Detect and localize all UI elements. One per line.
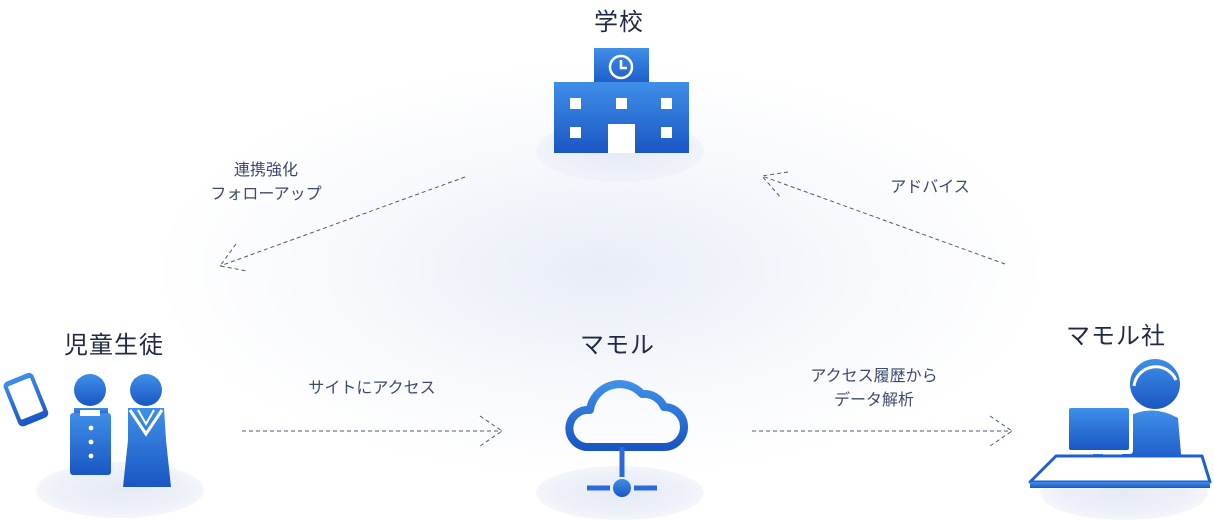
edge-label-mamoru-company: アクセス履歴から データ解析 — [786, 364, 962, 412]
edge-label-line: アクセス履歴から — [810, 366, 938, 385]
edge-label-school-students: 連携強化 フォローアップ — [196, 158, 336, 206]
arrow-school-to-students — [219, 176, 466, 272]
arrow-company-to-school — [761, 171, 1006, 265]
students-shadow — [36, 462, 204, 518]
edge-label-line: 連携強化 — [233, 160, 298, 179]
edge-label-students-mamoru: サイトにアクセス — [286, 376, 458, 400]
arrow-mamoru-to-company — [752, 415, 1013, 447]
edge-label-line: アドバイス — [890, 177, 970, 196]
mamoru-title: マモル — [580, 331, 655, 359]
edge-label-line: フォローアップ — [210, 184, 322, 203]
company-title: マモル社 — [1066, 322, 1166, 350]
edge-label-company-school: アドバイス — [872, 175, 988, 199]
edge-label-line: データ解析 — [833, 390, 914, 409]
tablet-icon — [3, 372, 49, 427]
school-title: 学校 — [594, 8, 644, 36]
edge-label-line: サイトにアクセス — [308, 378, 436, 397]
arrow-students-to-mamoru — [242, 415, 503, 447]
students-title: 児童生徒 — [64, 331, 164, 359]
